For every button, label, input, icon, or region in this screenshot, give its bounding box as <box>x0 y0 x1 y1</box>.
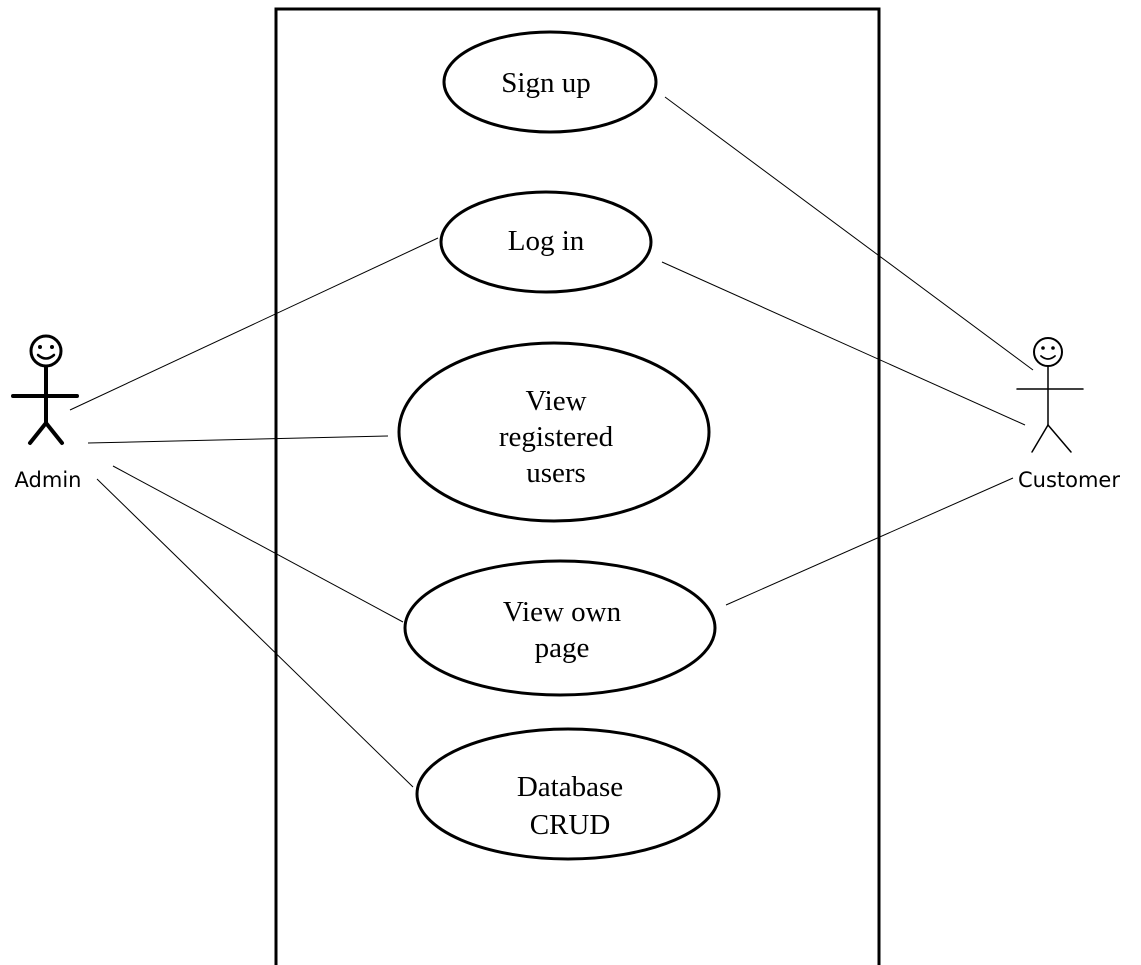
association-admin-database-crud <box>96 478 414 788</box>
use-case-view-own-page-line-1: View own <box>503 596 622 628</box>
use-case-view-registered-users-oval <box>397 341 711 523</box>
association-customer-signup <box>664 96 1034 371</box>
association-admin-login <box>69 237 439 411</box>
system-boundary <box>274 7 881 965</box>
admin-stick-figure-icon <box>11 334 79 445</box>
use-case-login-oval <box>439 190 653 294</box>
customer-label: Customer <box>1018 468 1120 492</box>
use-case-signup-oval <box>442 30 658 134</box>
use-case-view-registered-users: View registered users <box>397 341 711 523</box>
use-case-view-registered-users-line-1: View <box>525 385 586 417</box>
use-case-login: Log in <box>439 190 653 294</box>
use-case-database-crud-oval <box>415 727 721 861</box>
customer-stick-figure-icon <box>1016 337 1084 453</box>
association-customer-view-own-page <box>725 477 1014 606</box>
association-lines <box>69 96 1034 788</box>
association-admin-view-own-page <box>112 465 404 623</box>
use-case-login-label: Log in <box>508 225 585 257</box>
actor-admin: Admin <box>11 334 82 492</box>
use-case-database-crud-line-1: Database <box>517 771 623 803</box>
association-customer-login <box>661 261 1026 426</box>
admin-label: Admin <box>15 468 82 492</box>
use-case-database-crud: Database CRUD <box>415 727 721 861</box>
use-case-database-crud-line-2: CRUD <box>530 809 611 841</box>
use-case-view-own-page-line-2: page <box>535 632 590 664</box>
use-case-view-own-page-oval <box>403 559 717 697</box>
use-case-signup: Sign up <box>442 30 658 134</box>
use-case-signup-label: Sign up <box>501 67 590 99</box>
association-admin-view-registered-users <box>87 435 389 444</box>
actor-customer: Customer <box>1016 337 1120 492</box>
use-case-view-registered-users-line-3: users <box>526 457 586 489</box>
use-case-view-registered-users-line-2: registered <box>499 421 614 453</box>
use-case-view-own-page: View own page <box>403 559 717 697</box>
